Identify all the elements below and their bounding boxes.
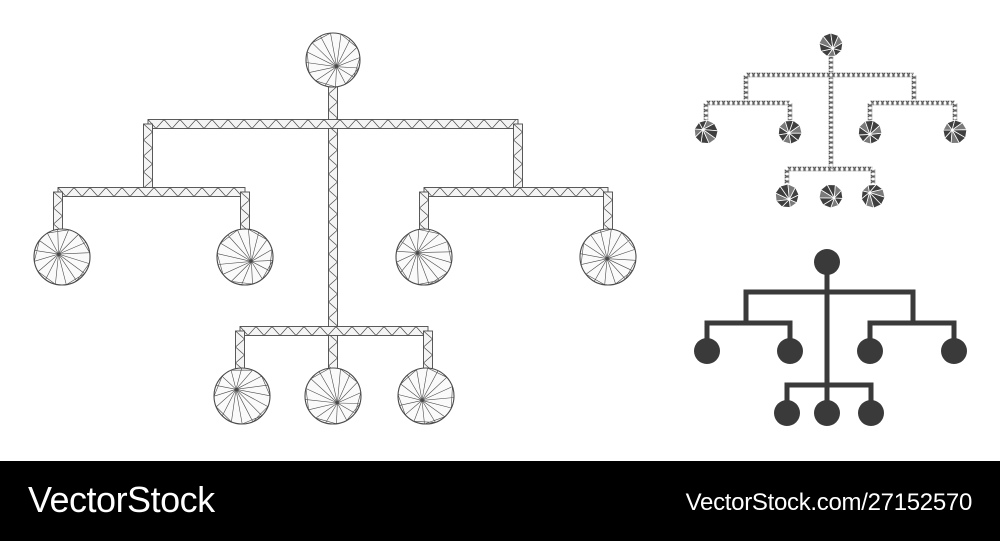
mosaic-bar xyxy=(869,100,956,107)
mesh-node xyxy=(304,367,362,425)
mosaic-node xyxy=(860,183,886,209)
mesh-node xyxy=(395,228,453,286)
mesh-node xyxy=(579,228,637,286)
mosaic-node xyxy=(857,119,883,145)
solid-node xyxy=(857,338,883,364)
mesh-node xyxy=(305,32,361,88)
brand-logo: VectorStock xyxy=(28,479,215,520)
mesh-bar xyxy=(423,187,609,197)
mesh-bar xyxy=(143,123,153,193)
mosaic-bar xyxy=(910,74,918,104)
mesh-node xyxy=(397,367,455,425)
solid-node xyxy=(694,338,720,364)
mosaic-node xyxy=(818,184,844,209)
mosaic-node xyxy=(693,119,719,145)
solid-node xyxy=(858,400,884,426)
footer-bar: VectorStock VectorStock.com/27152570 xyxy=(0,461,1000,541)
mesh-bar xyxy=(147,119,519,129)
mesh-hierarchy-icon xyxy=(33,32,637,425)
mosaic-node xyxy=(942,119,968,145)
mosaic-node xyxy=(818,32,844,57)
mosaic-bar xyxy=(745,71,915,79)
mesh-bar xyxy=(57,187,246,197)
mosaic-hierarchy-icon xyxy=(693,32,968,209)
mosaic-bar xyxy=(786,166,874,173)
mosaic-bar xyxy=(742,74,750,104)
mesh-bar xyxy=(513,123,523,193)
mosaic-node xyxy=(777,119,803,145)
mesh-node xyxy=(213,367,271,425)
mesh-node xyxy=(216,228,274,286)
mesh-bar xyxy=(239,326,429,336)
artwork-canvas xyxy=(33,32,968,426)
mosaic-bar xyxy=(784,168,791,187)
mosaic-bar xyxy=(866,102,874,123)
mesh-node xyxy=(33,228,91,286)
solid-node xyxy=(814,400,840,426)
image-id-label: VectorStock.com/27152570 xyxy=(685,489,973,516)
solid-node xyxy=(941,338,967,364)
mosaic-bar xyxy=(702,102,710,123)
solid-node xyxy=(814,249,840,275)
mosaic-bar xyxy=(870,168,877,187)
mosaic-bar xyxy=(951,102,959,123)
mosaic-node xyxy=(774,183,800,209)
solid-node xyxy=(774,400,800,426)
solid-node xyxy=(777,338,803,364)
mosaic-bar xyxy=(705,99,791,107)
solid-hierarchy-icon xyxy=(694,249,967,426)
mosaic-bar xyxy=(786,102,794,123)
